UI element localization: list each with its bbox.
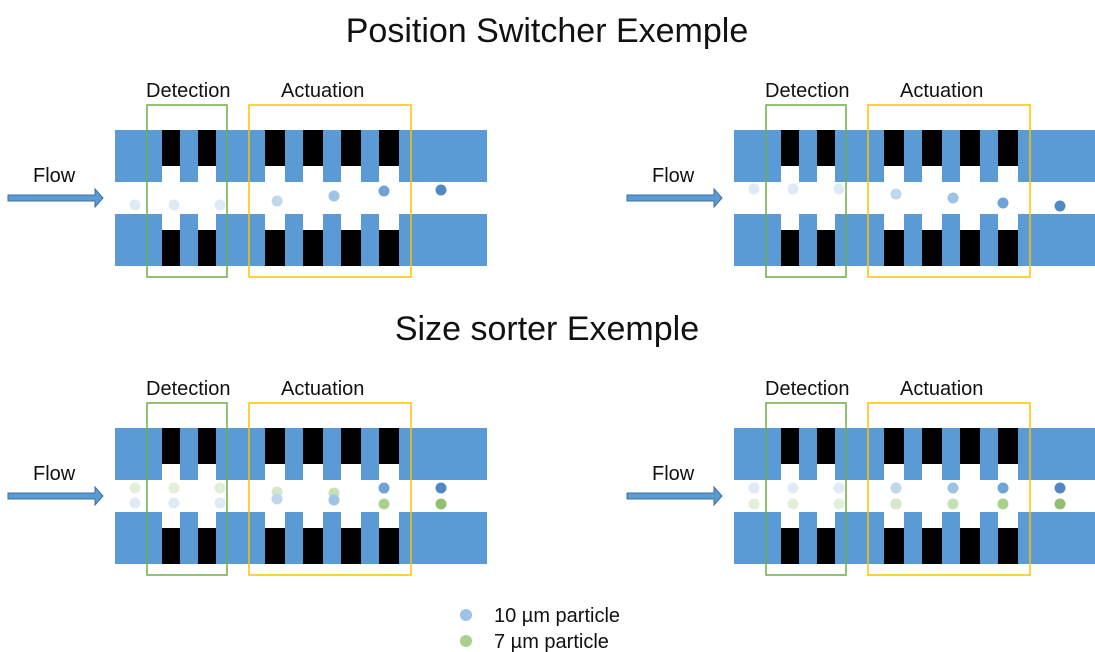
- detection-label: Detection: [765, 80, 850, 102]
- particle-7um: [168, 482, 180, 494]
- particle-7um: [947, 498, 959, 510]
- detection-label: Detection: [146, 378, 231, 400]
- actuation-label: Actuation: [900, 378, 983, 400]
- particle-10um: [787, 183, 799, 195]
- particle-7um: [435, 498, 447, 510]
- particle-10um: [214, 199, 226, 211]
- legend: 10 µm particle 7 µm particle: [460, 605, 620, 652]
- particle-10um: [168, 199, 180, 211]
- particle-10um: [997, 197, 1009, 209]
- particle-10um: [129, 199, 141, 211]
- particle-10um: [947, 192, 959, 204]
- detection-label: Detection: [146, 80, 231, 102]
- particle-10um: [833, 482, 845, 494]
- flow-label: Flow: [33, 165, 76, 187]
- actuation-label: Actuation: [281, 378, 364, 400]
- particle-10um: [435, 482, 447, 494]
- particle-10um: [271, 195, 283, 207]
- particle-10um: [748, 183, 760, 195]
- particle-7um: [129, 482, 141, 494]
- particle-10um: [890, 188, 902, 200]
- legend-10um-swatch: [460, 609, 472, 621]
- particle-10um: [378, 185, 390, 197]
- particle-10um: [833, 183, 845, 195]
- particle-10um: [997, 482, 1009, 494]
- particle-7um: [748, 498, 760, 510]
- particle-10um: [1054, 200, 1066, 212]
- particle-10um: [1054, 482, 1066, 494]
- particle-7um: [214, 482, 226, 494]
- particle-7um: [1054, 498, 1066, 510]
- particle-7um: [787, 498, 799, 510]
- detection-label: Detection: [765, 378, 850, 400]
- particle-10um: [947, 482, 959, 494]
- legend-10um-label: 10 µm particle: [494, 605, 620, 627]
- particle-10um: [435, 184, 447, 196]
- particle-10um: [168, 497, 180, 509]
- flow-label: Flow: [652, 165, 695, 187]
- legend-7um-label: 7 µm particle: [494, 631, 609, 652]
- panel-position-switcher-1: Flow Detection Actuation: [7, 80, 488, 278]
- particle-7um: [997, 498, 1009, 510]
- flow-label: Flow: [33, 463, 76, 485]
- particle-7um: [378, 498, 390, 510]
- actuation-label: Actuation: [900, 80, 983, 102]
- particle-10um: [271, 493, 283, 505]
- flow-label: Flow: [652, 463, 695, 485]
- panel-position-switcher-2: Flow Detection Actuation: [626, 80, 1095, 278]
- size-sorter-title: Size sorter Exemple: [395, 310, 699, 348]
- particle-10um: [129, 497, 141, 509]
- particle-7um: [833, 498, 845, 510]
- particle-7um: [890, 498, 902, 510]
- particle-10um: [378, 482, 390, 494]
- actuation-label: Actuation: [281, 80, 364, 102]
- particle-10um: [890, 482, 902, 494]
- particle-10um: [748, 482, 760, 494]
- legend-7um-swatch: [460, 635, 472, 647]
- particle-10um: [328, 190, 340, 202]
- particle-10um: [328, 494, 340, 506]
- particle-10um: [787, 482, 799, 494]
- panel-size-sorter-1: Flow Detection Actuation: [7, 378, 488, 576]
- particle-10um: [214, 497, 226, 509]
- position-switcher-title: Position Switcher Exemple: [346, 12, 749, 50]
- panel-size-sorter-2: Flow Detection Actuation: [626, 378, 1095, 576]
